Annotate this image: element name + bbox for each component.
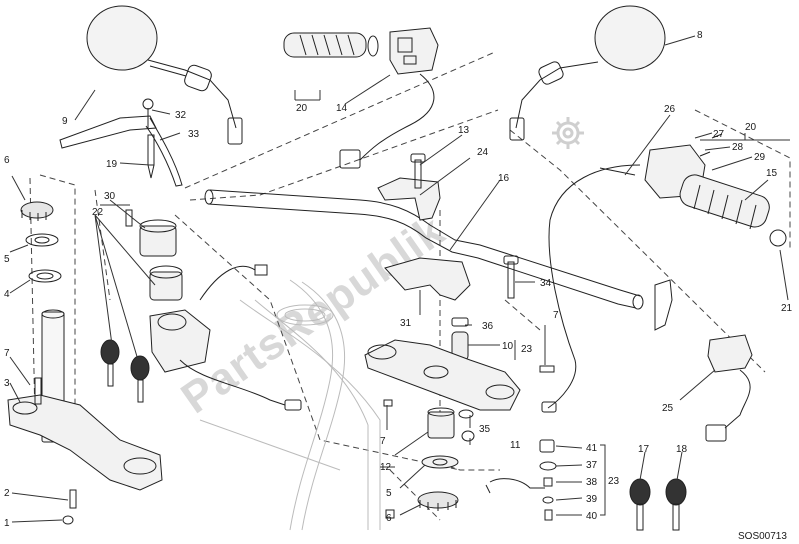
- callout-33: 33: [188, 129, 200, 140]
- callout-15: 15: [766, 168, 778, 179]
- callout-9: 9: [62, 116, 68, 127]
- lower-clamp: [384, 255, 519, 301]
- callout-4: 4: [4, 289, 10, 300]
- callout-32: 32: [175, 110, 187, 121]
- callout-22: 22: [92, 207, 104, 218]
- callout-34: 34: [540, 278, 552, 289]
- left-mirror: [86, 5, 243, 145]
- callout-20-right: 20: [745, 122, 757, 133]
- watermark: PartsRepublik: [173, 206, 454, 423]
- callout-23-lower: 23: [608, 476, 620, 487]
- callout-40: 40: [586, 511, 598, 522]
- callout-20-left: 20: [296, 103, 308, 114]
- keys: [100, 339, 687, 531]
- callout-19: 19: [106, 159, 118, 170]
- callout-21: 21: [781, 303, 793, 314]
- steering-nut-stack: [383, 399, 475, 519]
- leader-lines: [9, 35, 790, 523]
- callout-1: 1: [4, 518, 10, 529]
- callout-11: 11: [510, 440, 521, 451]
- callout-16: 16: [498, 173, 510, 184]
- ignition-switch: [125, 209, 302, 411]
- clutch-lever: [59, 98, 183, 187]
- callout-26: 26: [664, 104, 676, 115]
- callout-24: 24: [477, 147, 489, 158]
- handlebar: [204, 189, 644, 310]
- callout-5-center: 5: [386, 488, 392, 499]
- left-switch: [339, 27, 439, 169]
- callout-29: 29: [754, 152, 766, 163]
- callout-25: 25: [662, 403, 674, 414]
- callout-31: 31: [400, 318, 412, 329]
- drawing-code: SOS00713: [738, 531, 787, 542]
- callout-6-center: 6: [386, 513, 392, 524]
- callout-7-right: 7: [553, 310, 559, 321]
- fastener-parts: [485, 439, 557, 521]
- callout-35: 35: [479, 424, 491, 435]
- callout-38: 38: [586, 477, 598, 488]
- callout-14: 14: [336, 103, 348, 114]
- dashed-leaders: [29, 51, 791, 521]
- callout-13: 13: [458, 125, 470, 136]
- callout-2: 2: [4, 488, 10, 499]
- callout-37: 37: [586, 460, 598, 471]
- callout-39: 39: [586, 494, 598, 505]
- callout-8: 8: [697, 30, 703, 41]
- right-mirror: [509, 5, 666, 141]
- callout-36: 36: [482, 321, 494, 332]
- callout-7-left: 7: [4, 348, 10, 359]
- callout-12: 12: [380, 462, 392, 473]
- upper-triple-clamp: [364, 339, 555, 411]
- callout-3: 3: [4, 378, 10, 389]
- callout-30: 30: [104, 191, 116, 202]
- throttle-assembly: [541, 133, 787, 413]
- bar-clamp-right: [654, 279, 673, 331]
- callout-17: 17: [638, 444, 650, 455]
- upper-clamp: [377, 153, 441, 221]
- watermark-text: PartsRepublik: [173, 206, 454, 423]
- callout-28: 28: [732, 142, 744, 153]
- callout-labels: 1 2 3 4 5 5 6 6 7 7 7 8 9 10 11 12 13 14…: [4, 30, 793, 529]
- callout-5-left: 5: [4, 254, 10, 265]
- frame-ghost: [199, 279, 381, 531]
- left-grip: [283, 32, 379, 58]
- callout-6-left: 6: [4, 155, 10, 166]
- callout-10: 10: [502, 341, 514, 352]
- watermark-gear-icon: [552, 117, 584, 149]
- steering-stem: [7, 201, 163, 525]
- callout-18: 18: [676, 444, 688, 455]
- callout-23-upper: 23: [521, 344, 533, 355]
- right-switch: [705, 334, 753, 442]
- callout-27: 27: [713, 129, 725, 140]
- callout-41: 41: [586, 443, 598, 454]
- callout-7-center: 7: [380, 436, 386, 447]
